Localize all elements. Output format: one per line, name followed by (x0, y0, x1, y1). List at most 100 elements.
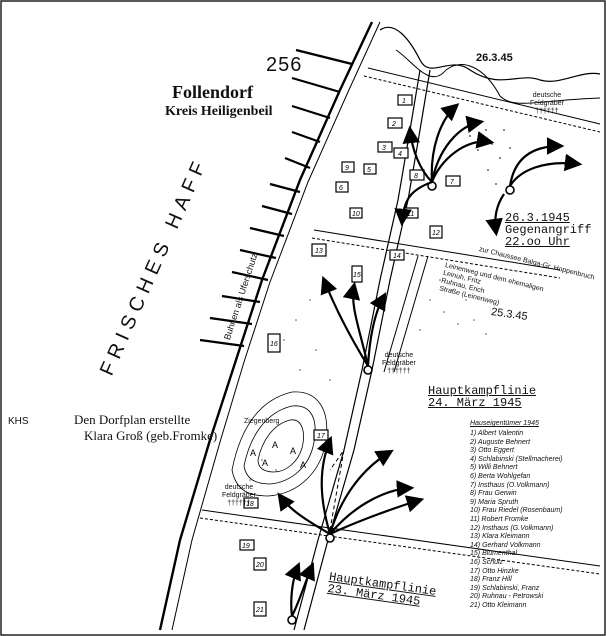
map-subtitle: Kreis Heiligenbeil (165, 104, 273, 119)
legend-row-number: 5) (470, 464, 479, 472)
graves-2-line1: deutsche (384, 352, 414, 359)
legend-row-owner: Gerhard Volkmann (482, 541, 541, 549)
legend-row-owner: Albert Valentin (477, 430, 524, 437)
legend-row: 9) Maria Spruth (470, 499, 563, 508)
legend-row-number: 16) (470, 558, 483, 566)
svg-text:2: 2 (391, 121, 396, 128)
graves-3-crosses: †††††† (227, 500, 251, 507)
credit-line-2: Klara Groß (geb.Fromke) (84, 428, 218, 443)
svg-text:16: 16 (270, 341, 278, 348)
svg-text:A: A (250, 448, 256, 458)
svg-text:21: 21 (255, 607, 264, 614)
legend-row: 12) Insthaus (G.Volkmann) (470, 525, 563, 534)
svg-text:15: 15 (353, 272, 361, 279)
legend-row-number: 9) (470, 498, 479, 506)
svg-text:14: 14 (393, 253, 401, 260)
legend-row-number: 15) (470, 550, 483, 558)
legend-row: 4) Schlabinski (Stellmacherei) (470, 456, 563, 465)
legend-row-owner: Blumenthal (482, 550, 518, 558)
svg-text:A: A (262, 458, 268, 468)
bluff-line-2 (395, 49, 601, 104)
cross-roads (199, 67, 601, 575)
svg-text:13: 13 (315, 248, 323, 255)
graves-2-line2: Feldgräber (382, 360, 416, 367)
legend-row-owner: Berta Wohlgefan (478, 472, 531, 480)
legend-row: 6) Berta Wohlgefan (470, 473, 563, 482)
legend-row-owner: Robert Fromke (481, 515, 529, 523)
legend-row: 16) Schulz (470, 559, 563, 568)
legend-row: 19) Schlabinski, Franz (470, 585, 563, 594)
legend-row-owner: Ruhnau - Petrowski (482, 593, 544, 601)
counterattack-text: Gegenangriff (505, 223, 592, 237)
legend-row-owner: Maria Spruth (478, 498, 519, 506)
legend-row: 2) Auguste Behnert (470, 439, 563, 448)
shoreline (158, 21, 374, 631)
svg-text:1: 1 (402, 98, 406, 105)
bluff-line (379, 26, 601, 82)
map-title: Follendorf (172, 82, 253, 102)
attack-origins (287, 181, 515, 625)
attack-arrows (277, 103, 583, 617)
legend-row-number: 11) (470, 515, 482, 523)
svg-text:12: 12 (432, 230, 440, 237)
field-pattern (249, 279, 487, 481)
legend-row-owner: Otto Hinzke (482, 567, 519, 575)
svg-text:19: 19 (242, 543, 250, 550)
legend-row-owner: Insthaus (G.Volkmann) (482, 524, 554, 532)
svg-text:11: 11 (407, 211, 414, 218)
svg-text:9: 9 (345, 165, 349, 172)
svg-text:17: 17 (317, 433, 326, 440)
legend-row: 7) Insthaus (O.Volkmann) (470, 482, 563, 491)
legend-row: 1) Albert Valentin (470, 430, 563, 439)
hill-contours (231, 391, 328, 497)
svg-text:7: 7 (450, 179, 455, 186)
legend-title: Hauseigentümer 1945 (470, 420, 539, 427)
svg-text:4: 4 (398, 151, 402, 158)
counterattack-time: 22.oo Uhr (505, 235, 570, 249)
legend-row-number: 2) (470, 438, 478, 446)
legend-row: 20) Ruhnau - Petrowski (470, 593, 563, 602)
legend-row: 11) Robert Fromke (470, 516, 563, 525)
legend-row-owner: Otto Eggert (478, 447, 514, 455)
legend-row: 18) Franz Hill (470, 576, 563, 585)
front-line-24-label: Hauptkampflinie (428, 384, 537, 398)
legend-row-owner: Frau Riedel (Rosenbaum) (482, 507, 563, 515)
svg-text:A: A (290, 446, 296, 456)
shoreline-inner (171, 21, 381, 631)
svg-text:20: 20 (255, 562, 264, 569)
legend-row: 5) Willi Behnert (470, 464, 563, 473)
svg-text:A: A (272, 440, 278, 450)
legend-row-number: 12) (470, 524, 483, 532)
legend-row-owner: Franz Hill (482, 576, 512, 584)
svg-text:18: 18 (246, 501, 254, 508)
graves-2-crosses: †††††† (387, 368, 411, 375)
svg-text:6: 6 (339, 185, 343, 192)
legend-row-owner: Frau Gerwin (478, 490, 517, 498)
front-line-24-date: 24. März 1945 (428, 396, 522, 410)
legend-row: 8) Frau Gerwin (470, 490, 563, 499)
legend-row-owner: Klara Kleimann (482, 533, 530, 541)
graves-label-2: deutsche Feldgräber †††††† (382, 352, 416, 376)
legend-row-owner: Otto Kleimann (482, 601, 527, 609)
legend-row: 3) Otto Eggert (470, 447, 563, 456)
legend-row-number: 4) (470, 455, 479, 463)
front-line-24: Hauptkampflinie 24. März 1945 (428, 385, 536, 409)
legend-row-owner: Schulz (482, 558, 504, 566)
legend-row: 10) Frau Riedel (Rosenbaum) (470, 507, 563, 516)
legend-row-number: 13) (470, 533, 483, 541)
legend-row-number: 17) (470, 567, 483, 575)
hill-label: Ziegenberg (244, 418, 280, 425)
main-road (293, 69, 431, 631)
legend-row: 21) Otto Kleimann (470, 602, 563, 611)
legend-row-number: 3) (470, 447, 479, 455)
legend-row-number: 8) (470, 490, 479, 498)
graves-3-line2: Feldgräber (222, 492, 256, 499)
legend-row-owner: Schlabinski (Stellmacherei) (478, 455, 563, 463)
terrain-marks: AAA AA (250, 440, 306, 470)
legend-row: 14) Gerhard Volkmann (470, 542, 563, 551)
legend-row-owner: Willi Behnert (478, 464, 518, 472)
attack-stipple (469, 129, 511, 185)
